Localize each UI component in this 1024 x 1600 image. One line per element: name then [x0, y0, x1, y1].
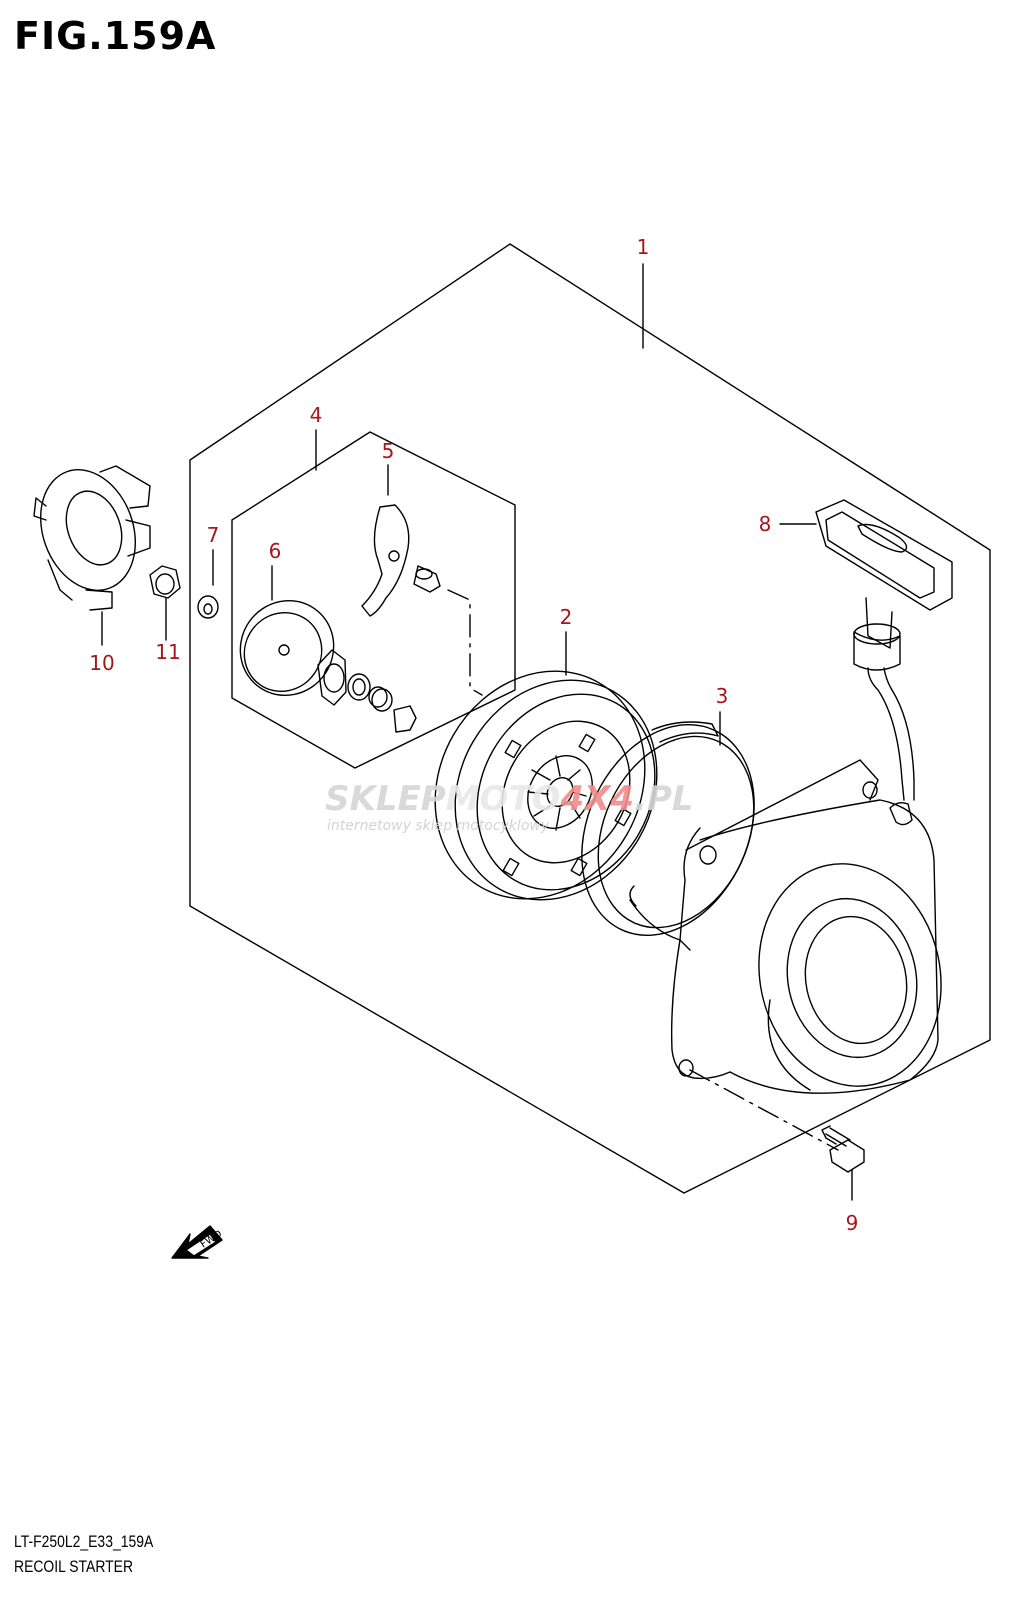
recoil-spring [581, 721, 755, 951]
guide [317, 649, 347, 706]
part-label: 4 [310, 403, 323, 427]
watermark-sub: internetowy sklep motocyklowy [327, 818, 550, 834]
part-label: 3 [716, 684, 729, 708]
watermark-part-d: .PL [634, 779, 694, 819]
watermark-part-a: SKLEP [325, 779, 446, 819]
starter-housing [670, 759, 942, 1094]
handle [815, 499, 953, 801]
part-label: 11 [155, 640, 180, 664]
watermark-part-b: MOTO [446, 779, 561, 819]
ratchet-pin [413, 565, 441, 593]
figure-name: RECOIL STARTER [14, 1557, 134, 1576]
reel [434, 670, 658, 901]
assembly-outline [189, 243, 991, 1194]
figure-title: FIG.159A [14, 14, 217, 58]
watermark: SKLEPMOTO4X4.PL internetowy sklep motocy… [325, 779, 694, 834]
nut-11 [149, 565, 181, 599]
plate [239, 599, 335, 697]
part-label: 7 [207, 523, 220, 547]
bolt [821, 1125, 865, 1173]
ratchet-pawl [361, 504, 410, 617]
part-label: 9 [846, 1211, 859, 1235]
part-label: 8 [759, 512, 772, 536]
nut-7 [197, 595, 219, 619]
svg-text:SKLEPMOTO4X4.PL: SKLEPMOTO4X4.PL [325, 779, 694, 819]
part-label: 2 [560, 605, 573, 629]
subkit-outline [231, 431, 516, 769]
figure-code: LT-F250L2_E33_159A [14, 1532, 154, 1551]
starter-cup [33, 465, 151, 611]
part-label: 1 [637, 235, 650, 259]
part-label: 6 [269, 539, 282, 563]
watermark-part-c: 4X4 [560, 779, 635, 819]
part-label: 5 [382, 439, 395, 463]
part-label: 10 [89, 651, 114, 675]
